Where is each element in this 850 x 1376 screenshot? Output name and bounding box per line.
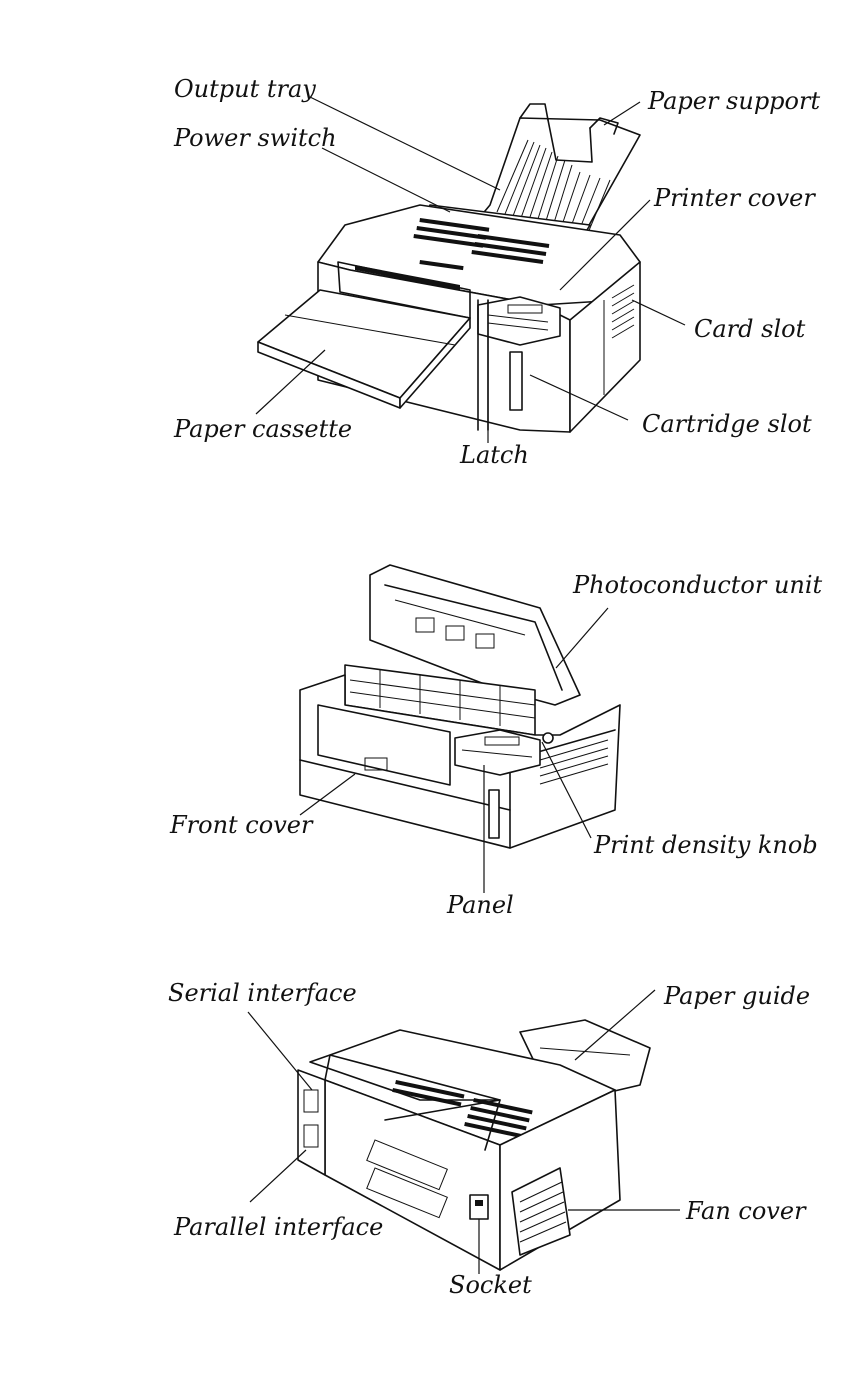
label-print-density-knob: Print density knob	[594, 833, 818, 857]
label-panel: Panel	[447, 893, 514, 917]
label-card-slot: Card slot	[694, 317, 805, 341]
label-cartridge-slot: Cartridge slot	[642, 412, 812, 436]
label-serial-interface: Serial interface	[168, 981, 357, 1005]
label-paper-guide: Paper guide	[664, 984, 810, 1008]
label-printer-cover: Printer cover	[654, 186, 815, 210]
label-photoconductor-unit: Photoconductor unit	[573, 573, 822, 597]
label-output-tray: Output tray	[174, 77, 316, 101]
label-fan-cover: Fan cover	[686, 1199, 806, 1223]
label-socket: Socket	[449, 1273, 532, 1297]
label-front-cover: Front cover	[170, 813, 312, 837]
label-latch: Latch	[460, 443, 529, 467]
label-paper-cassette: Paper cassette	[174, 417, 352, 441]
label-parallel-interface: Parallel interface	[174, 1215, 383, 1239]
label-paper-support: Paper support	[648, 89, 820, 113]
printer-open-drawing	[300, 565, 620, 848]
label-power-switch: Power switch	[174, 126, 337, 150]
